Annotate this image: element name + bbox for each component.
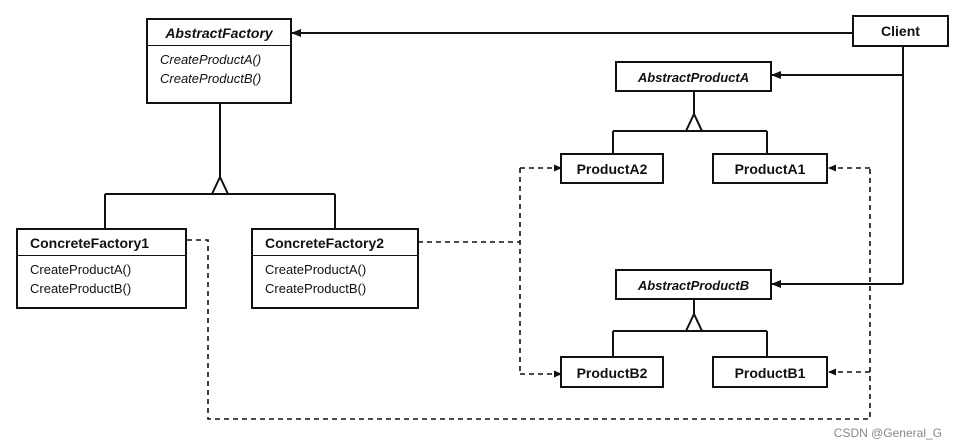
abstract-product-b-name: AbstractProductB <box>637 278 750 293</box>
abstractfactory-inheritance-triangle <box>210 174 230 195</box>
concrete-factory-1-name: ConcreteFactory1 <box>30 235 150 251</box>
concrete-factory-2-name: ConcreteFactory2 <box>265 235 385 251</box>
abstract-product-a-name: AbstractProductA <box>637 70 750 85</box>
watermark: CSDN @General_G <box>833 426 942 440</box>
product-b2-name: ProductB2 <box>576 365 648 381</box>
abstract-product-a-class[interactable]: AbstractProductA <box>615 61 772 92</box>
operation-create-product-b: CreateProductB() <box>30 281 132 296</box>
concretefactory1-creates-products-dependency <box>187 168 871 420</box>
product-a1-class[interactable]: ProductA1 <box>712 153 828 184</box>
abstract-factory-class[interactable]: AbstractFactory CreateProductA() CreateP… <box>146 18 292 104</box>
product-b2-class[interactable]: ProductB2 <box>560 356 664 388</box>
operation-create-product-b: CreateProductB() <box>265 281 367 296</box>
abstractproductb-inheritance-triangle <box>684 311 704 332</box>
concrete-factory-1-class[interactable]: ConcreteFactory1 CreateProductA() Create… <box>16 228 187 309</box>
product-a2-class[interactable]: ProductA2 <box>560 153 664 184</box>
operation-create-product-a: CreateProductA() <box>160 52 262 67</box>
operation-create-product-a: CreateProductA() <box>30 262 132 277</box>
abstract-factory-name: AbstractFactory <box>165 25 273 41</box>
product-b1-name: ProductB1 <box>734 365 806 381</box>
abstract-product-b-class[interactable]: AbstractProductB <box>615 269 772 300</box>
product-a2-name: ProductA2 <box>576 161 648 177</box>
concrete-factory-2-class[interactable]: ConcreteFactory2 CreateProductA() Create… <box>251 228 419 309</box>
abstract-factory-operations: CreateProductA() CreateProductB() <box>148 45 290 88</box>
concrete-factory-1-operations: CreateProductA() CreateProductB() <box>18 255 185 298</box>
concrete-factory-2-operations: CreateProductA() CreateProductB() <box>253 255 417 298</box>
product-b1-class[interactable]: ProductB1 <box>712 356 828 388</box>
client-class[interactable]: Client <box>852 15 949 47</box>
abstractproducta-inheritance-triangle <box>684 111 704 132</box>
operation-create-product-a: CreateProductA() <box>265 262 367 277</box>
product-a1-name: ProductA1 <box>734 161 806 177</box>
client-name: Client <box>881 23 920 39</box>
operation-create-product-b: CreateProductB() <box>160 71 262 86</box>
